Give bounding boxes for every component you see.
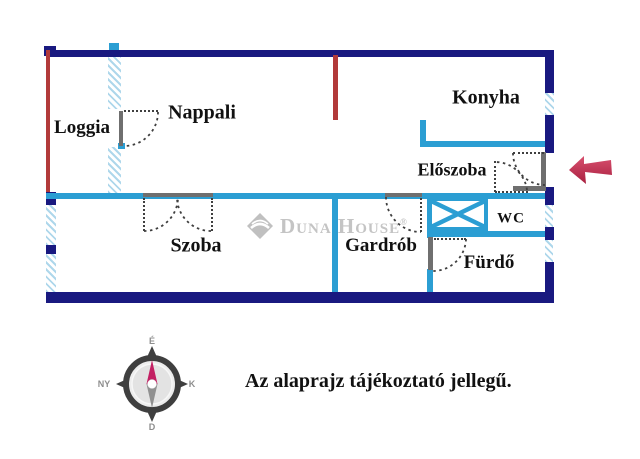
watermark-brand-text: Duna House® bbox=[280, 213, 408, 238]
window-szoba-left-lower bbox=[46, 254, 56, 292]
window-wc-right bbox=[545, 205, 553, 227]
room-label-loggia: Loggia bbox=[54, 117, 110, 138]
door-leaf-furdo bbox=[428, 237, 433, 270]
duna-house-logo-icon bbox=[247, 213, 273, 239]
door-dots-eloszoba-left bbox=[494, 161, 496, 192]
shaft-box bbox=[428, 197, 488, 231]
outer-wall-left-pier bbox=[46, 245, 56, 254]
partition-mid-wall bbox=[46, 193, 545, 199]
door-swing-arc-loggia bbox=[123, 111, 159, 147]
loggia-edge-red-line bbox=[46, 50, 50, 192]
nappali-konyha-red-line bbox=[333, 55, 338, 120]
partition-gardrob-furdo-lower bbox=[427, 269, 433, 292]
partition-wc-bottom bbox=[428, 231, 545, 237]
disclaimer-text: Az alaprajz tájékoztató jellegű. bbox=[245, 370, 512, 392]
outer-wall-right-1 bbox=[545, 50, 554, 93]
compass-hub bbox=[147, 379, 157, 389]
door-lintel-szoba bbox=[143, 193, 213, 197]
door-dots-szoba-right bbox=[211, 198, 213, 231]
door-dots-gardrob bbox=[420, 198, 422, 232]
compass-label-east: K bbox=[188, 379, 196, 389]
room-label-eloszoba: Előszoba bbox=[417, 159, 487, 180]
outer-wall-right-5 bbox=[545, 262, 554, 303]
window-konyha-right bbox=[545, 93, 554, 115]
partition-konyha-horizontal bbox=[420, 141, 545, 147]
room-label-nappali: Nappali bbox=[168, 101, 236, 124]
outer-wall-bottom bbox=[46, 292, 554, 303]
registered-mark: ® bbox=[400, 216, 408, 227]
outer-wall-right-3 bbox=[545, 187, 554, 205]
compass-label-west: NY bbox=[97, 379, 111, 389]
outer-wall-top bbox=[46, 50, 554, 57]
outer-wall-right-4 bbox=[545, 227, 554, 240]
compass-icon bbox=[116, 346, 188, 422]
door-dots-eloszoba-bottom bbox=[495, 191, 528, 193]
door-leaf-loggia bbox=[119, 111, 123, 146]
door-sill-eloszoba bbox=[513, 186, 546, 191]
compass-label-north: É bbox=[148, 336, 156, 346]
window-loggia-wall-lower bbox=[108, 147, 121, 193]
room-label-gardrob: Gardrób bbox=[345, 235, 417, 256]
door-dots-szoba-left bbox=[143, 198, 145, 231]
partition-stub-loggia-door bbox=[118, 143, 125, 149]
door-dots-furdo bbox=[434, 238, 466, 240]
outer-wall-right-2 bbox=[545, 115, 554, 153]
room-label-furdo: Fürdő bbox=[463, 252, 515, 273]
room-label-szoba: Szoba bbox=[170, 234, 222, 257]
partition-konyha-vertical bbox=[420, 120, 426, 145]
door-lintel-gardrob bbox=[385, 193, 422, 197]
door-swing-arc-szoba-left bbox=[143, 196, 179, 232]
compass-label-south: D bbox=[148, 422, 156, 432]
partition-tick-top bbox=[109, 43, 119, 50]
window-szoba-left-upper bbox=[46, 205, 56, 245]
window-loggia-wall-upper bbox=[108, 57, 121, 109]
compass-needle-south bbox=[146, 384, 158, 408]
partition-szoba-gardrob bbox=[332, 199, 338, 292]
door-swing-arc-szoba-right bbox=[176, 196, 212, 232]
door-leaf-entrance bbox=[541, 152, 546, 187]
window-furdo-right bbox=[545, 240, 553, 262]
door-dots-loggia bbox=[124, 110, 158, 112]
room-label-konyha: Konyha bbox=[452, 86, 520, 109]
compass-needle-north bbox=[146, 360, 158, 384]
door-swing-arc-furdo bbox=[432, 238, 467, 272]
door-dots-entrance bbox=[513, 152, 544, 154]
room-label-wc: WC bbox=[497, 210, 525, 227]
